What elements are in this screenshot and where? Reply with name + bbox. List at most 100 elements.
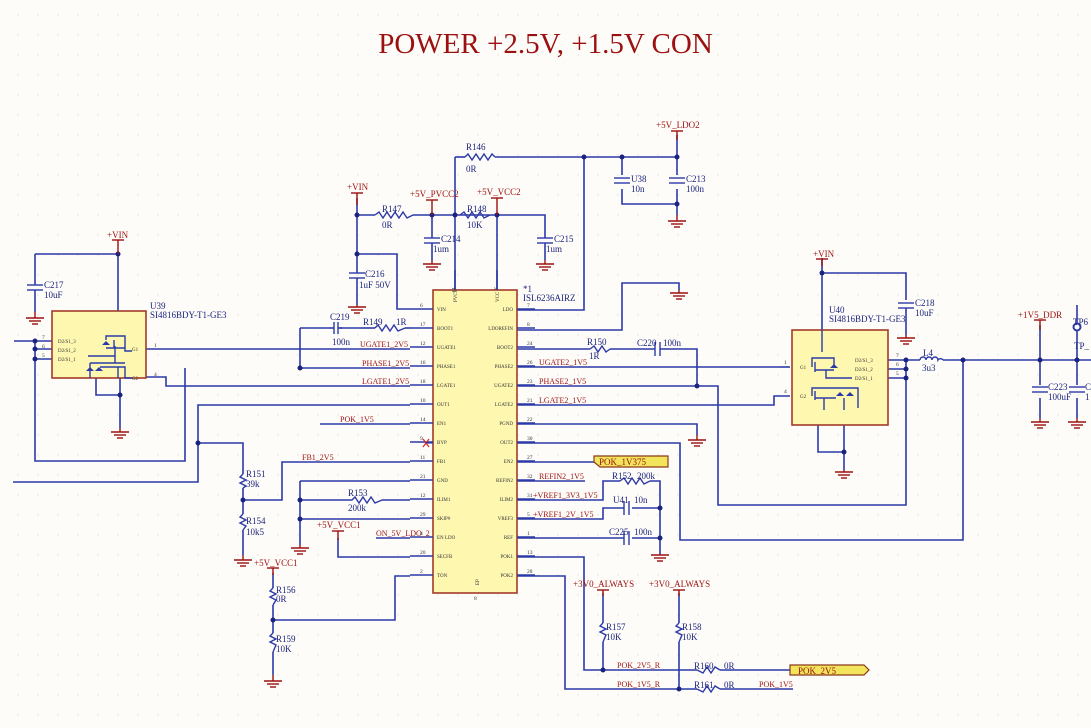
power-port-vcc1-a: +5V_VCC1 xyxy=(317,520,361,540)
port-pok-1v375[interactable]: POK_1V375 xyxy=(593,455,669,468)
power-port-always-b: +3V0_ALWAYS xyxy=(649,579,710,596)
pin-number: 5 xyxy=(42,353,45,359)
power-port-label: +VIN xyxy=(813,249,835,259)
pin-number: 11 xyxy=(420,455,426,461)
ground-icon xyxy=(234,555,252,567)
wires xyxy=(13,135,1091,690)
port-pok-2v5[interactable]: POK_2V5 xyxy=(789,664,870,676)
net-label: UGATE2_1V5 xyxy=(539,358,587,367)
ref-label: R154 xyxy=(246,516,266,526)
pin-number: 20 xyxy=(420,550,426,556)
net-label: LGATE1_2V5 xyxy=(362,377,409,386)
ground-icon xyxy=(111,428,129,439)
ref-label: C213 xyxy=(686,174,706,184)
ref-label: *1 xyxy=(523,284,532,294)
pin-number: 5 xyxy=(896,371,899,377)
pin-number: 10 xyxy=(420,398,426,404)
test-point-tp6[interactable]: TP6 TP_ xyxy=(1072,317,1090,351)
pin-number: 7 xyxy=(42,335,45,341)
mosfet-u39[interactable]: U39 SI4816BDY-T1-GE3 D2/S1_3 D2/S1_2 D2/… xyxy=(42,301,227,382)
value-label: 0R xyxy=(276,594,287,604)
value-label: 1um xyxy=(546,244,562,254)
value-label: 10K xyxy=(682,632,698,642)
power-port-label: +3V0_ALWAYS xyxy=(649,579,710,589)
ref-label: C219 xyxy=(330,312,350,322)
pin-number: 9 xyxy=(420,436,423,442)
pin-number: 5 xyxy=(527,512,530,518)
ground-icon xyxy=(264,675,282,688)
ref-label: TP6 xyxy=(1073,317,1089,327)
pin-label: G1 xyxy=(132,348,139,353)
ref-label: R159 xyxy=(276,634,296,644)
power-port-label: +VIN xyxy=(107,230,129,240)
pin-number: 4 xyxy=(154,372,157,378)
pin-label: PGND xyxy=(499,422,513,427)
power-port-label: +3V0_ALWAYS xyxy=(573,579,634,589)
value-label: 100n xyxy=(634,527,653,537)
power-port-label: +VIN xyxy=(347,182,369,192)
part-label: ISL6236AIRZ xyxy=(523,293,576,303)
ref-label: R147 xyxy=(382,204,402,214)
mosfet-u40[interactable]: U40 SI4816BDY-T1-GE3 D2/S1_3 D2/S1_2 D2/… xyxy=(784,305,906,426)
ref-label: R151 xyxy=(246,469,266,479)
ic-right-pins: LDO7LDOREFIN8BOOT224PHASE226UGATE223LGAT… xyxy=(488,303,535,579)
value-label: 1uF 50V xyxy=(359,280,391,290)
pin-label: VCC xyxy=(496,291,501,302)
ref-label: R152 xyxy=(612,471,632,481)
pin-number: 26 xyxy=(527,360,533,366)
pin-label: OUT1 xyxy=(437,403,450,408)
mosfet-icon xyxy=(811,330,859,410)
ref-label: C217 xyxy=(44,280,64,290)
net-label: POK_2V5_R xyxy=(617,661,661,670)
ref-label: C xyxy=(1085,382,1091,392)
ground-icon xyxy=(668,215,686,228)
pin-label: G2 xyxy=(132,377,139,382)
ground-icon xyxy=(835,470,853,479)
ref-label: U40 xyxy=(829,305,845,315)
ref-label: R149 xyxy=(363,317,383,327)
ic-isl6236airz[interactable]: *1 ISL6236AIRZ VIN6BOOT117UGATE112PHASE1… xyxy=(410,270,576,602)
pin-number: 7 xyxy=(527,303,530,309)
part-label: SI4816BDY-T1-GE3 xyxy=(150,310,227,320)
power-port-vin-u40: +VIN xyxy=(813,249,835,266)
pin-number: 6 xyxy=(420,303,423,309)
pin-number: 1 xyxy=(527,531,530,537)
pin-number: 21 xyxy=(420,474,426,480)
ref-label: C223 xyxy=(1048,382,1068,392)
value-label: 1R xyxy=(396,317,407,327)
pin-number: 6 xyxy=(42,344,45,350)
value-label: 0R xyxy=(382,220,393,230)
value-label: 10K xyxy=(606,632,622,642)
value-label: 10k5 xyxy=(246,527,265,537)
pin-number: 8 xyxy=(474,596,477,602)
net-label: LGATE2_1V5 xyxy=(539,396,586,405)
pin-label: UGATE2 xyxy=(494,384,513,389)
pin-label: PVCC xyxy=(454,288,459,302)
pin-label: BOOT2 xyxy=(497,346,514,351)
ref-label: R156 xyxy=(276,585,296,595)
test-point-icon[interactable] xyxy=(1072,322,1082,332)
ic-left-pins: VIN6BOOT117UGATE112PHASE116LGATE118OUT11… xyxy=(410,303,456,579)
pin-number: 1 xyxy=(154,343,157,349)
pin-label: LDO xyxy=(503,308,514,313)
pin-label: EP xyxy=(476,579,481,585)
pin-number: 8 xyxy=(527,322,530,328)
net-label: +VREF1_2V_1V5 xyxy=(533,510,594,519)
net-label: FB1_2V5 xyxy=(302,453,334,462)
net-label: UGATE1_2V5 xyxy=(360,340,408,349)
pin-number: 2 xyxy=(420,569,423,575)
pin-number: 4 xyxy=(420,531,423,537)
ref-label: C225 xyxy=(609,527,629,537)
power-port-ldo2: +5V_LDO2 xyxy=(656,120,700,140)
pin-label: REF xyxy=(504,536,513,541)
pin-label: D2/S1_2 xyxy=(855,368,873,373)
